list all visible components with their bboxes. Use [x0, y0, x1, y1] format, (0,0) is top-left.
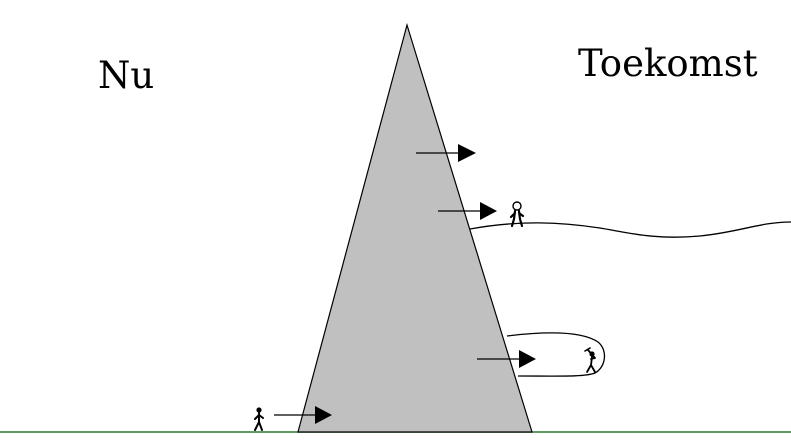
label-future: Toekomst — [578, 42, 758, 85]
future-wavy-path — [469, 221, 791, 238]
arrow-upper — [416, 144, 476, 162]
arrow-lower — [477, 350, 536, 368]
person-with-pickaxe-icon — [584, 347, 596, 373]
arrow-middle — [438, 202, 497, 220]
label-now: Nu — [98, 54, 155, 97]
walking-person-icon — [254, 407, 264, 431]
arrow-ground — [274, 406, 332, 424]
mountain-shape — [297, 22, 533, 433]
tunnel-loop — [506, 332, 606, 377]
astronaut-walker-icon — [509, 201, 525, 228]
